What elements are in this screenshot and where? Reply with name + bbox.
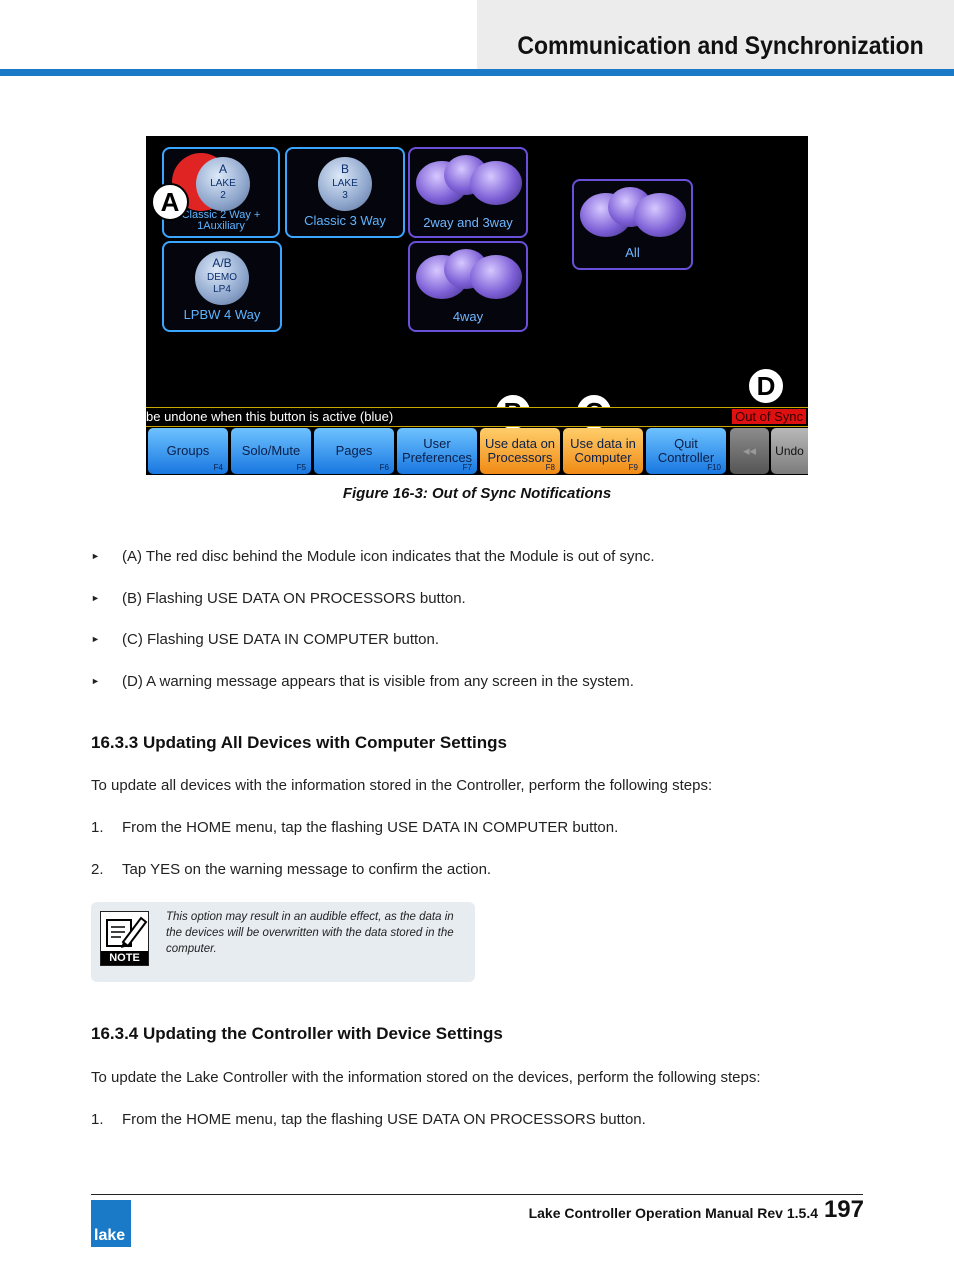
module-number: 3 (342, 190, 348, 201)
undo-button[interactable]: Undo (771, 428, 808, 474)
module-type: DEMO (207, 272, 237, 283)
bullet-text: (C) Flashing USE DATA IN COMPUTER button… (122, 631, 440, 648)
note-box: NOTE This option may result in an audibl… (91, 902, 475, 982)
module-number: 2 (220, 190, 226, 201)
fkey-label: F9 (628, 463, 638, 472)
group-tile-4way[interactable]: 4way (408, 241, 528, 332)
group-tile-all[interactable]: All (572, 179, 693, 270)
status-bar: be undone when this button is active (bl… (146, 407, 808, 427)
callout-marker-a: A (151, 183, 189, 221)
module-type: LAKE (332, 178, 358, 189)
module-id: B (340, 162, 349, 176)
fkey-label: F4 (213, 463, 223, 472)
note-icon: NOTE (100, 911, 149, 966)
rewind-icon: ◂◂ (742, 443, 757, 458)
page-title: Communication and Synchronization (517, 32, 924, 60)
figure-caption: Figure 16-3: Out of Sync Notifications (342, 485, 612, 502)
bullet-text: (A) The red disc behind the Module icon … (122, 548, 655, 565)
step-text: From the HOME menu, tap the flashing USE… (122, 819, 619, 836)
fkey-label: F6 (379, 463, 389, 472)
module-type: LAKE (210, 178, 236, 189)
step-number: 2. (91, 861, 104, 878)
step-text: Tap YES on the warning message to confir… (122, 861, 492, 878)
bullet-text: (B) Flashing USE DATA ON PROCESSORS butt… (122, 590, 466, 607)
button-label: Undo (775, 444, 804, 458)
step-text: From the HOME menu, tap the flashing USE… (122, 1111, 646, 1128)
note-text: This option may result in an audible eff… (166, 911, 454, 955)
fkey-label: F8 (545, 463, 555, 472)
module-tile-classic-2way[interactable]: A LAKE 2 Classic 2 Way + 1Auxiliary (162, 147, 280, 238)
tile-label: All (625, 245, 640, 260)
module-tile-classic-3way[interactable]: B LAKE 3 Classic 3 Way (285, 147, 405, 238)
module-number: LP4 (213, 284, 231, 295)
group-blob-icon (470, 161, 522, 205)
bullet-arrow-icon: ► (91, 634, 100, 644)
note-label: NOTE (101, 951, 148, 965)
tile-label: Classic 3 Way (304, 213, 386, 228)
button-label: Groups (166, 443, 210, 458)
header-band (477, 0, 954, 70)
section-heading-16-3-4: 16.3.4 Updating the Controller with Devi… (91, 1024, 503, 1043)
module-tile-lpbw-4way[interactable]: A/B DEMO LP4 LPBW 4 Way (162, 241, 282, 332)
bullet-arrow-icon: ► (91, 676, 100, 686)
footer-rule (91, 1194, 863, 1195)
manual-title: Lake Controller Operation Manual Rev 1.5… (528, 1205, 818, 1221)
tile-label: LPBW 4 Way (183, 307, 261, 322)
group-blob-icon (470, 255, 522, 299)
button-label: Pages (335, 443, 373, 458)
button-label: Quit Controller (657, 436, 715, 465)
module-id: A (218, 162, 227, 176)
tile-label: 2way and 3way (423, 215, 513, 230)
module-icon: A/B DEMO LP4 (195, 251, 249, 305)
step-number: 1. (91, 819, 104, 836)
callout-marker-d: D (747, 367, 785, 405)
fkey-label: F5 (296, 463, 306, 472)
section-intro: To update all devices with the informati… (91, 777, 713, 794)
pencil-icon (106, 916, 148, 948)
fkey-label: F10 (707, 463, 721, 472)
button-label: Use data on Processors (484, 436, 556, 465)
bullet-arrow-icon: ► (91, 593, 100, 603)
fkey-label: F7 (462, 463, 472, 472)
step-number: 1. (91, 1111, 104, 1128)
bullet-text: (D) A warning message appears that is vi… (122, 673, 634, 690)
module-id: A/B (212, 256, 232, 270)
button-label: Solo/Mute (241, 443, 301, 458)
bullet-arrow-icon: ► (91, 551, 100, 561)
tile-label: 4way (452, 309, 484, 324)
button-label: Use data in Computer (570, 436, 636, 465)
button-label: User Preferences (401, 436, 473, 465)
header-rule (0, 69, 954, 76)
module-icon: B LAKE 3 (318, 157, 372, 211)
status-message: be undone when this button is active (bl… (146, 409, 394, 424)
out-of-sync-warning: Out of Sync (732, 409, 806, 424)
section-intro: To update the Lake Controller with the i… (91, 1069, 761, 1086)
rewind-button[interactable]: ◂◂ (730, 428, 769, 474)
section-heading-16-3-3: 16.3.3 Updating All Devices with Compute… (91, 733, 507, 752)
page-number: 197 (823, 1196, 864, 1223)
logo-text: lake (94, 1227, 126, 1244)
group-tile-2way-3way[interactable]: 2way and 3way (408, 147, 528, 238)
controller-screenshot: A LAKE 2 Classic 2 Way + 1Auxiliary B LA… (146, 136, 808, 475)
module-icon: A LAKE 2 (196, 157, 250, 211)
lake-logo: lake (91, 1200, 131, 1247)
tile-label: Classic 2 Way + 1Auxiliary (181, 209, 261, 232)
group-blob-icon (634, 193, 686, 237)
